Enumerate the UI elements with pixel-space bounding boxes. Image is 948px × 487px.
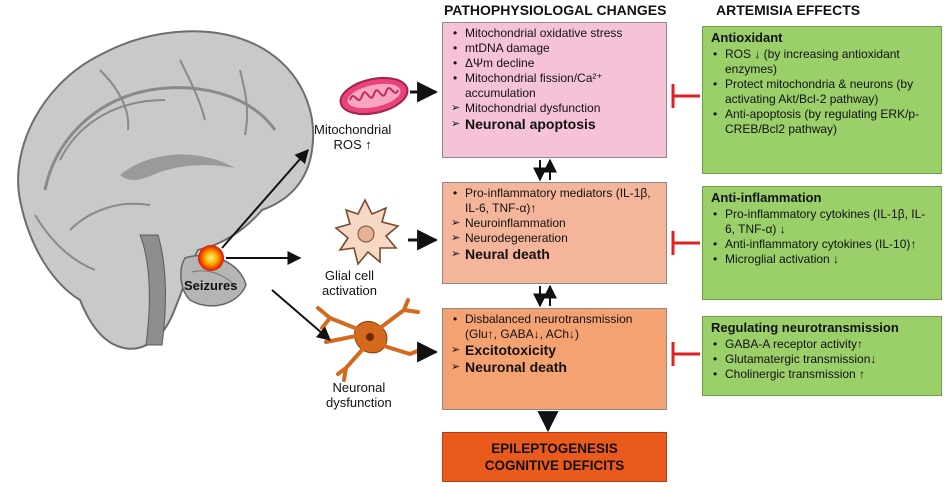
inhibit-connector-anti-inflammation — [671, 231, 700, 255]
neuron-icon — [316, 298, 422, 382]
box3-excitotoxicity: Excitotoxicity — [451, 342, 660, 359]
inhibit-connector-neurotransmission — [671, 342, 700, 366]
neuronal-dysfunction-label-line1: Neuronal — [332, 380, 386, 395]
seizures-label: Seizures — [184, 278, 238, 293]
effect-item: Anti-inflammatory cytokines (IL-10)↑ — [711, 237, 935, 252]
mitochondrion-icon — [339, 76, 409, 116]
box2-arrow-item: Neuroinflammation — [451, 216, 660, 231]
mito-ros-label: Mitochondrial ROS ↑ — [314, 122, 391, 152]
effect-item: Microglial activation ↓ — [711, 252, 935, 267]
box-inflammatory-changes: Pro-inflammatory mediators (IL-1β, IL-6,… — [442, 182, 667, 284]
effect-item: Protect mitochondria & neurons (by activ… — [711, 77, 935, 107]
effect-title-anti-inflammation: Anti-inflammation — [711, 190, 822, 205]
effect-box-antioxidant: Antioxidant ROS ↓ (by increasing antioxi… — [702, 26, 942, 174]
effect-item: Cholinergic transmission ↑ — [711, 367, 935, 382]
arrow-seizure-to-neuron — [271, 289, 332, 341]
effect-box-neurotransmission: Regulating neurotransmission GABA-A rece… — [702, 316, 942, 396]
effect-item: GABA-A receptor activity↑ — [711, 337, 935, 352]
glial-activation-label-line2: activation — [322, 283, 377, 298]
arrow-seizure-to-mito — [221, 148, 309, 249]
inhibit-connector-antioxidant — [671, 84, 700, 108]
effect-item: Pro-inflammatory cytokines (IL-1β, IL-6,… — [711, 207, 935, 237]
final-outcome-line1: EPILEPTOGENESIS — [491, 441, 618, 456]
box2-item: Pro-inflammatory mediators (IL-1β, IL-6,… — [451, 186, 660, 216]
brain-illustration — [17, 30, 315, 350]
box1-conclusion: Neuronal apoptosis — [451, 116, 660, 133]
effect-title-antioxidant: Antioxidant — [711, 30, 783, 45]
effect-item: ROS ↓ (by increasing antioxidant enzymes… — [711, 47, 935, 77]
mito-ros-label-line2: ROS ↑ — [333, 137, 372, 152]
seizure-focus-icon — [198, 245, 224, 271]
effect-item: Anti-apoptosis (by regulating ERK/p-CREB… — [711, 107, 935, 137]
neuronal-dysfunction-label-line2: dysfunction — [326, 395, 392, 410]
final-outcome-line2: COGNITIVE DEFICITS — [484, 458, 625, 473]
box1-item: Mitochondrial oxidative stress — [451, 26, 660, 41]
box1-item: Mitochondrial fission/Ca²⁺ accumulation — [451, 71, 660, 101]
heading-artemisia-effects: ARTEMISIA EFFECTS — [716, 2, 861, 18]
heading-pathophysiological-changes: PATHOPHYSIOLOGAL CHANGES — [444, 2, 667, 18]
box3-item: Disbalanced neurotransmission (Glu↑, GAB… — [451, 312, 660, 342]
box1-item: mtDNA damage — [451, 41, 660, 56]
box2-conclusion: Neural death — [451, 246, 660, 263]
box1-arrow-item: Mitochondrial dysfunction — [451, 101, 660, 116]
box-neurotransmission-changes: Disbalanced neurotransmission (Glu↑, GAB… — [442, 308, 667, 410]
box3-neuronal-death: Neuronal death — [451, 359, 660, 376]
neuronal-dysfunction-label: Neuronal dysfunction — [326, 380, 392, 410]
mito-ros-label-line1: Mitochondrial — [314, 122, 392, 137]
effect-item: Glutamatergic transmission↓ — [711, 352, 935, 367]
glial-activation-label-line1: Glial cell — [324, 268, 375, 283]
glial-cell-icon — [334, 198, 400, 266]
box1-item: ΔΨm decline — [451, 56, 660, 71]
box-mitochondrial-changes: Mitochondrial oxidative stress mtDNA dam… — [442, 22, 667, 158]
effect-box-anti-inflammation: Anti-inflammation Pro-inflammatory cytok… — [702, 186, 942, 300]
box2-arrow-item: Neurodegeneration — [451, 231, 660, 246]
final-outcome-box: EPILEPTOGENESIS COGNITIVE DEFICITS — [442, 432, 667, 482]
glial-activation-label: Glial cell activation — [322, 268, 377, 298]
effect-title-neurotransmission: Regulating neurotransmission — [711, 320, 899, 335]
